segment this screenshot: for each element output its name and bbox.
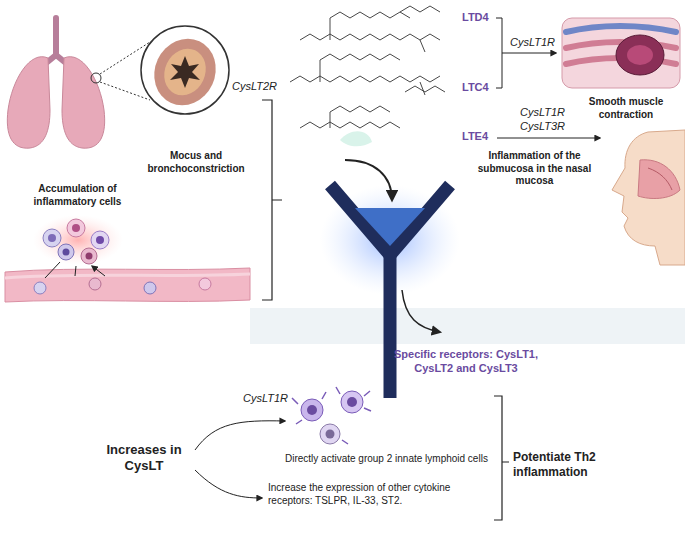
membrane-band (250, 308, 685, 344)
bracket (262, 100, 282, 300)
receptor-label: CysLT2R (232, 80, 277, 94)
bracket (496, 18, 502, 88)
nasal-head (612, 130, 685, 265)
text-label: Accumulation of inflammatory cells (10, 183, 145, 208)
airway-zoom (141, 26, 229, 115)
lymphoid-cells (292, 387, 371, 444)
arrow (402, 290, 440, 332)
text-label: Increases in CysLT (92, 442, 196, 475)
leaf (340, 131, 372, 146)
text-label: Increase the expression of other cytokin… (268, 482, 492, 507)
blood-vessel (5, 262, 250, 302)
inflammatory-cells (33, 215, 123, 265)
text-label: Smooth muscle contraction (570, 96, 682, 121)
arrow (195, 421, 285, 450)
arrow (497, 138, 600, 139)
receptor-label: CysLT1R (520, 106, 565, 120)
lungs (7, 18, 150, 148)
receptor-label: CysLT1R (510, 36, 555, 50)
receptor-label: CysLT3R (520, 120, 565, 134)
text-label: Inflammation of the submucosa in the nas… (462, 150, 607, 188)
text-label: LTC4 (462, 81, 489, 95)
text-label: Directly activate group 2 innate lymphoi… (285, 453, 492, 466)
text-label: Mocus and bronchoconstriction (132, 150, 260, 175)
text-label: Specific receptors: CysLT1, CysLT2 and C… (380, 348, 552, 376)
chemical-structure (290, 6, 445, 128)
text-label: LTD4 (462, 11, 489, 25)
arrow (345, 160, 392, 200)
smooth-muscle (562, 18, 680, 88)
text-label: LTE4 (462, 130, 488, 144)
receptor-label: CysLT1R (243, 392, 288, 406)
arrow (502, 53, 556, 54)
text-label: Potentiate Th2 inflammation (513, 450, 623, 480)
arrow (195, 470, 262, 498)
bracket (494, 396, 509, 520)
